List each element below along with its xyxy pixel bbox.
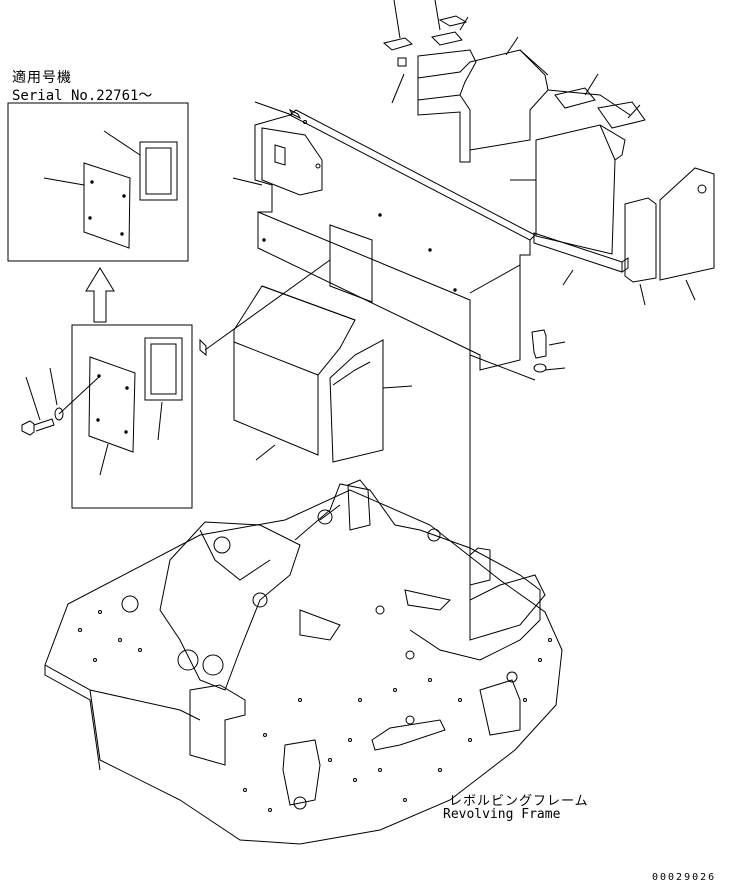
revolving-frame <box>44 479 563 845</box>
front-covers <box>199 285 566 463</box>
frame-label-en: Revolving Frame <box>443 807 561 822</box>
applicability-inset <box>7 102 189 262</box>
main-panel <box>204 101 536 640</box>
top-covers <box>382 0 715 306</box>
applicability-label-jp: 適用号機 <box>12 70 72 86</box>
drawing-number: 00029026 <box>652 872 717 883</box>
detail-box <box>21 324 193 509</box>
serial-number-label: Serial No.22761～ <box>12 88 153 104</box>
up-arrow <box>85 267 115 323</box>
frame-label-jp: レボルビングフレーム <box>449 794 589 809</box>
